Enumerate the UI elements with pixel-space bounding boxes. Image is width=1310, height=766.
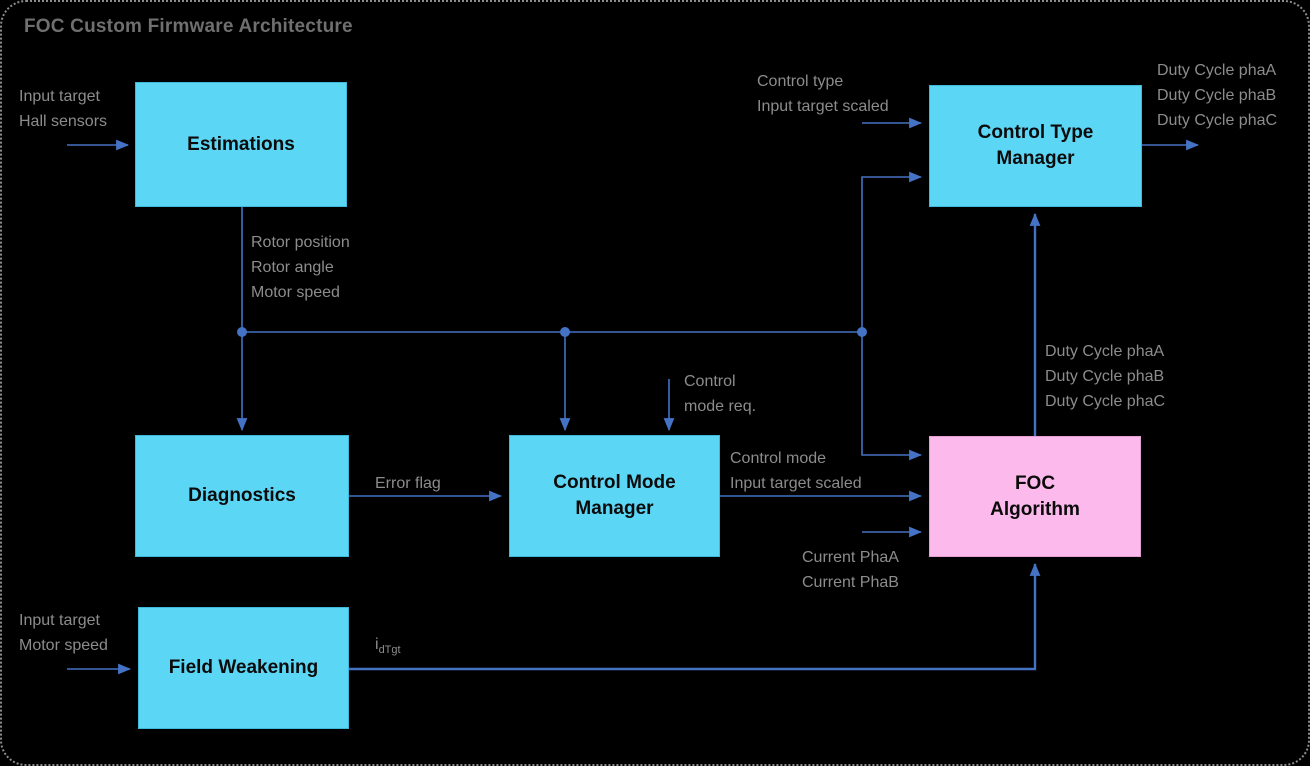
connector-field-weakening-to-foc	[349, 562, 1041, 671]
block-control-mode-manager: Control Mode Manager	[509, 435, 720, 557]
block-foc-algorithm-label: FOC Algorithm	[990, 472, 1080, 520]
block-estimations-label: Estimations	[187, 133, 295, 155]
label-estimations-outputs: Rotor position Rotor angle Motor speed	[251, 234, 350, 301]
block-estimations: Estimations	[135, 82, 347, 207]
label-idtgt: idTgt	[375, 632, 401, 663]
label-idtgt-sub: dTgt	[378, 644, 401, 657]
label-duty-cycle-feedback: Duty Cycle phaA Duty Cycle phaB Duty Cyc…	[1045, 343, 1166, 410]
connector-bus-to-control-type-manager	[861, 171, 923, 332]
junction-dot-middle	[560, 327, 570, 337]
label-idtgt-base: i	[375, 636, 379, 653]
block-field-weakening-label: Field Weakening	[168, 657, 319, 678]
block-control-type-manager-label: Control Type Manager	[977, 122, 1094, 169]
connector-bus-to-foc-algorithm	[861, 332, 923, 461]
label-control-type-inputs: Control type Input target scaled	[757, 73, 889, 115]
block-control-mode-manager-label: Control Mode Manager	[553, 472, 676, 519]
junction-dot-left	[237, 327, 247, 337]
label-control-mode-request: Control mode req.	[684, 373, 757, 415]
label-estimations-inputs: Input target Hall sensors	[19, 88, 108, 130]
label-control-mode-outputs: Control mode Input target scaled	[730, 450, 862, 492]
block-diagnostics-label: Diagnostics	[188, 485, 296, 506]
label-current-inputs: Current PhaA Current PhaB	[802, 549, 899, 591]
block-field-weakening: Field Weakening	[138, 607, 349, 729]
block-diagnostics: Diagnostics	[135, 435, 349, 557]
page-title: FOC Custom Firmware Architecture	[24, 16, 353, 37]
block-control-type-manager: Control Type Manager	[929, 85, 1142, 207]
label-field-weakening-inputs: Input target Motor speed	[19, 612, 108, 654]
block-foc-algorithm: FOC Algorithm	[929, 436, 1141, 557]
junction-dot-right	[857, 327, 867, 337]
label-error-flag: Error flag	[375, 475, 441, 492]
label-duty-cycle-outputs: Duty Cycle phaA Duty Cycle phaB Duty Cyc…	[1157, 62, 1278, 129]
